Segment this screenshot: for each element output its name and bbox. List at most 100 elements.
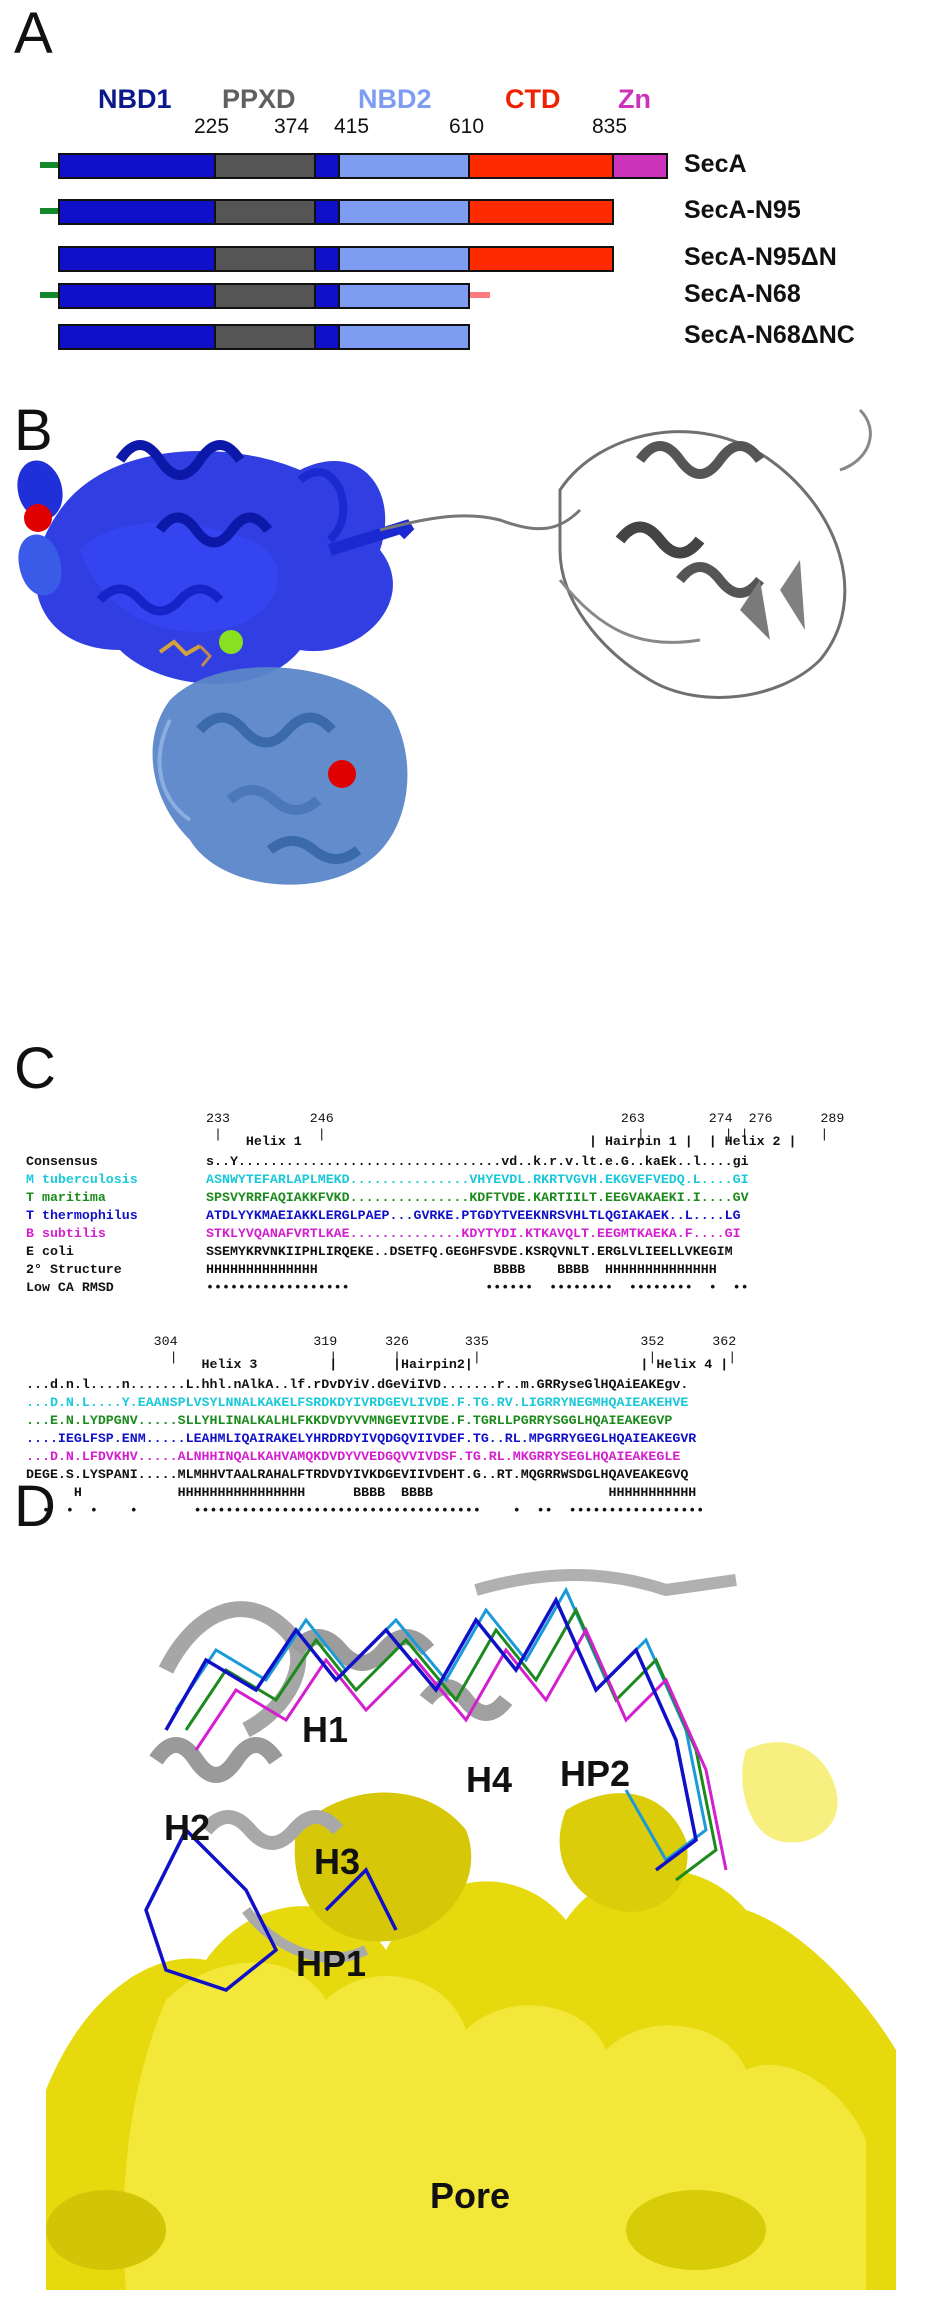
secA-green-tag	[40, 162, 58, 168]
residue-835: 835	[592, 115, 628, 138]
trace-blue	[144, 1596, 698, 1992]
secA-n68-nbd1-segment	[58, 283, 216, 309]
label-pore: Pore	[430, 2175, 511, 2216]
secA-nbd1b-segment	[314, 153, 340, 179]
block2-seq-e-coli: DEGE.S.LYSPANI.....MLMHHVTAALRAHALFTRDVD…	[26, 1467, 689, 1482]
construct-secA-n68dnc: SecA-N68ΔNC	[684, 321, 855, 349]
nbd1-ribbon	[17, 440, 415, 684]
block1-ticks: | | | | | |	[206, 1127, 829, 1142]
secA-n95dn-nbd2-segment	[338, 246, 470, 272]
secA-n68dnc-bar	[58, 324, 470, 350]
block1-low-ca-rmsd: •••••••••••••••••• •••••• •••••••• •••••…	[206, 1280, 749, 1295]
secA-n95-ctd-segment	[468, 199, 614, 225]
block1-seq-t-thermophilus: ATDLYYKMAEIAKKLERGLPAEP...GVRKE.PTGDYTVE…	[206, 1208, 741, 1223]
secA-n95dn-nbd1-segment	[58, 246, 216, 272]
panel-c-letter: C	[14, 1036, 56, 1101]
panel-d-letter: D	[14, 1474, 56, 1539]
residue-610: 610	[449, 115, 485, 138]
construct-secA: SecA	[684, 150, 747, 178]
block1-seq-b-subtilis: STKLYVQANAFVRTLKAE..............KDYTYDI.…	[206, 1226, 741, 1241]
secA-n95dn-ppxd-segment	[214, 246, 316, 272]
secA-n95-bar	[58, 199, 614, 225]
panel-a-letter: A	[14, 1, 53, 66]
species-b-subtilis: B subtilis	[26, 1226, 106, 1241]
block2-seq-t-maritima: ...E.N.LYDPGNV.....SLLYHLINALKALHLFKKDVD…	[26, 1413, 673, 1428]
secA-n95-nbd1-segment	[58, 199, 216, 225]
secA-n68dnc-nbd1-segment	[58, 324, 216, 350]
secA-n95dn-ctd-segment	[468, 246, 614, 272]
secA-n95-nbd2-segment	[338, 199, 470, 225]
secA-n95-ppxd-segment	[214, 199, 316, 225]
label-hp1: HP1	[296, 1943, 367, 1984]
block2-secondary-structure: H HHHHHHHHHHHHHHHH BBBB BBBB HHHHHHHHHHH	[26, 1485, 697, 1500]
residue-225: 225	[194, 115, 230, 138]
domain-label-ppxd: PPXD	[222, 84, 296, 114]
block1-seq-m-tuberculosis: ASNWYTEFARLAPLMEKD...............VHYEVDL…	[206, 1172, 749, 1187]
species-t-maritima: T maritima	[26, 1190, 106, 1205]
block2-seq-t-thermophilus: ....IEGLFSP.ENM.....LEAHMLIQAIRAKELYHRDR…	[26, 1431, 697, 1446]
label-h3: H3	[314, 1841, 361, 1882]
block1-headers: Helix 1 | Hairpin 1 | | Helix 2 |	[206, 1134, 797, 1149]
block2-seq-m-tuberculosis: ...D.N.L....Y.EAANSPLVSYLNNALKAKELFSRDKD…	[26, 1395, 689, 1410]
red-sphere-nbd1	[24, 504, 52, 532]
secA-n68-ppxd-segment	[214, 283, 316, 309]
residue-415: 415	[334, 115, 370, 138]
construct-secA-n95: SecA-N95	[684, 196, 801, 224]
trace-cyan	[174, 1586, 708, 1863]
species-e-coli: E coli	[26, 1244, 74, 1259]
block1-consensus: s..Y.................................vd.…	[206, 1154, 749, 1169]
secA-n68-nbd2-segment	[338, 283, 470, 309]
secA-n95-green-tag	[40, 208, 58, 214]
secA-n68-green-tag	[40, 292, 58, 298]
domain-label-zn: Zn	[618, 84, 651, 114]
block1-numbers: 233 246 263 274 276 289	[206, 1111, 845, 1126]
pore-surface	[46, 1742, 896, 2290]
gray-cartoon	[149, 1569, 737, 1963]
secA-n68dnc-nbd2-segment	[338, 324, 470, 350]
block2-headers: Helix 3 | |Hairpin2| | Helix 4 |	[26, 1357, 729, 1372]
block2-seq-b-subtilis: ...D.N.LFDVKHV.....ALNHHINQALKAHVAMQKDVD…	[26, 1449, 681, 1464]
secA-nbd2-segment	[338, 153, 470, 179]
panel-b-letter: B	[14, 398, 53, 463]
secA-n68-nbd1b-segment	[314, 283, 340, 309]
block2-numbers: 304 319 326 335 352 362	[26, 1334, 737, 1349]
low-ca-rmsd-label: Low CA RMSD	[26, 1280, 114, 1295]
secA-n68-bar	[58, 283, 470, 309]
secA-n68dnc-nbd1b-segment	[314, 324, 340, 350]
secA-nbd1-segment	[58, 153, 216, 179]
block1-seq-e-coli: SSEMYKRVNKIIPHLIRQEKE..DSETFQ.GEGHFSVDE.…	[206, 1244, 733, 1259]
block2-consensus: ...d.n.l....n.......L.hhl.nAlkA..lf.rDvD…	[26, 1377, 689, 1392]
residue-374: 374	[274, 115, 310, 138]
mg-sphere	[219, 630, 243, 654]
block1-seq-t-maritima: SPSVYRRFAQIAKKFVKD...............KDFTVDE…	[206, 1190, 749, 1205]
species-t-thermophilus: T thermophilus	[26, 1208, 138, 1223]
label-h1: H1	[302, 1709, 349, 1750]
block1-secondary-structure: HHHHHHHHHHHHHH BBBB BBBB HHHHHHHHHHHHHH	[206, 1262, 717, 1277]
domain-label-ctd: CTD	[505, 84, 561, 114]
secA-n95dn-bar	[58, 246, 614, 272]
secondary-structure-label: 2° Structure	[26, 1262, 122, 1277]
red-sphere-nbd2	[328, 760, 356, 788]
ligand-sticks	[158, 639, 213, 667]
secA-n68dnc-ppxd-segment	[214, 324, 316, 350]
block2-low-ca-rmsd: • • • • ••••••••••••••••••••••••••••••••…	[26, 1503, 705, 1518]
superposed-traces	[144, 1586, 728, 1992]
secA-ctd-segment	[468, 153, 614, 179]
trace-magenta	[194, 1626, 728, 1871]
consensus-label: Consensus	[26, 1154, 98, 1169]
ppxd-ribbon	[558, 408, 872, 699]
secA-n95-nbd1b-segment	[314, 199, 340, 225]
domain-label-nbd1: NBD1	[98, 84, 172, 114]
nbd2-ribbon	[152, 667, 408, 885]
construct-secA-n68: SecA-N68	[684, 280, 801, 308]
block2-ticks: | | | | | |	[26, 1350, 737, 1365]
construct-secA-n95dn: SecA-N95ΔN	[684, 243, 837, 271]
species-m-tuberculosis: M tuberculosis	[26, 1172, 138, 1187]
secA-ppxd-segment	[214, 153, 316, 179]
label-h4: H4	[466, 1759, 513, 1800]
label-hp2: HP2	[560, 1753, 631, 1794]
secA-n68-pink-tag	[470, 292, 490, 298]
domain-label-nbd2: NBD2	[358, 84, 432, 114]
secA-n95dn-nbd1b-segment	[314, 246, 340, 272]
label-h2: H2	[164, 1807, 211, 1848]
